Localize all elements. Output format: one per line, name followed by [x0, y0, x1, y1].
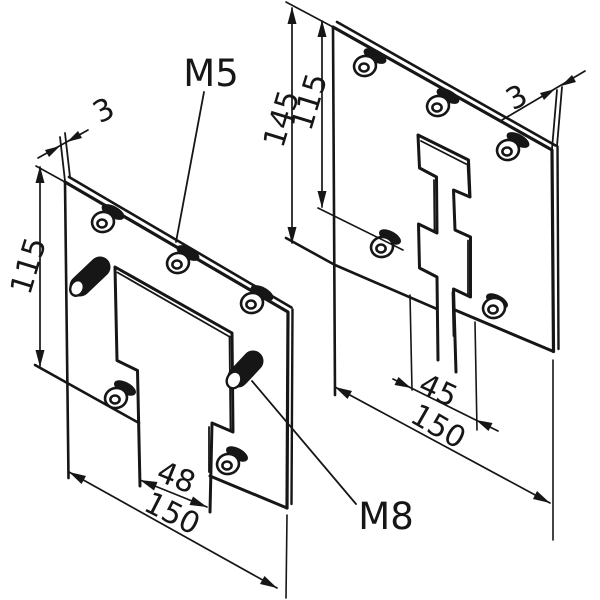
m5-screw — [495, 132, 530, 162]
arrowhead — [67, 131, 82, 142]
width-dim-line-right — [334, 386, 551, 504]
arrowhead — [140, 480, 158, 491]
m8-leader-line — [251, 380, 357, 505]
right-plate-top-back-edge — [335, 20, 557, 147]
left-plate-outline — [63, 180, 290, 510]
right-plate-cutout-thickness-b — [433, 179, 436, 231]
right-plate-cutout-thickness-top — [420, 140, 467, 165]
arrowhead — [260, 576, 277, 588]
inner-height-ext-bottom — [317, 207, 404, 251]
arrowhead — [287, 227, 297, 244]
right-plate-bottom-left-segment — [284, 236, 439, 311]
m5-screw — [239, 285, 274, 315]
right-plate-cutout-thickness-a — [466, 162, 470, 195]
right-plate-bottom-right-segment — [453, 308, 555, 353]
arrowhead — [189, 496, 207, 507]
m5-screw — [165, 245, 200, 275]
m5-screw — [352, 48, 387, 78]
m5-screw — [103, 380, 136, 410]
arrowhead — [35, 350, 45, 367]
arrowhead — [476, 420, 493, 431]
left-plate-cutout-thickness-top — [116, 271, 231, 338]
width-dim-line-left — [68, 471, 278, 589]
dim-left-width: 150 — [139, 485, 206, 542]
notch-ext-right-right-plate — [474, 321, 478, 431]
label-m5: M5 — [183, 52, 238, 95]
right-plate-cutout — [416, 133, 472, 374]
m5-screw — [369, 229, 401, 259]
arrowhead — [287, 7, 297, 24]
right-plate-cutout-thickness-d — [451, 291, 455, 337]
arrowhead — [69, 472, 86, 484]
arrowhead — [394, 377, 411, 388]
arrowhead — [335, 387, 352, 399]
right-plate-left-edge — [331, 25, 337, 397]
right-plate-right-back-edge — [556, 145, 560, 351]
left-plate — [33, 175, 294, 514]
right-plate-outline — [331, 25, 556, 354]
thickness-ticks-right — [551, 86, 563, 150]
arrowhead — [317, 191, 327, 208]
arrowhead — [45, 146, 60, 157]
arrowhead — [561, 75, 576, 86]
right-plate-arrowheads — [287, 7, 576, 503]
arrowhead — [533, 491, 550, 503]
m8-screw-middle — [225, 350, 264, 390]
left-plate-cutout — [113, 265, 235, 514]
left-plate-left-edge — [63, 180, 70, 480]
left-plate-arrowheads — [35, 131, 277, 588]
left-plate-bottom-left-segment — [33, 363, 141, 425]
dim-left-thickness: 3 — [88, 91, 121, 131]
m5-screw — [90, 204, 125, 234]
thickness-dim-line-left — [37, 129, 89, 159]
m5-screw — [215, 446, 248, 476]
width-ext-right-left — [285, 514, 288, 599]
arrowhead — [317, 20, 327, 37]
right-plate — [284, 20, 560, 397]
height-ext-top-right — [285, 1, 334, 28]
m8-screws — [69, 256, 264, 390]
arrowhead — [540, 89, 555, 100]
m5-screw — [481, 293, 508, 320]
dim-right-width: 150 — [404, 398, 471, 457]
m5-screw — [425, 88, 460, 118]
m8-screw-left — [69, 256, 111, 297]
left-plate-bottom-right-segment — [208, 474, 289, 510]
notch-ext-left-right-plate — [409, 294, 413, 391]
dim-left-height: 115 — [4, 234, 54, 299]
left-plate-right-back-edge — [290, 308, 294, 506]
label-m8: M8 — [358, 495, 413, 538]
m5-screws — [90, 48, 530, 476]
arrowhead — [35, 166, 45, 183]
m5-leader-line — [175, 91, 205, 243]
dim-right-thickness: 3 — [501, 78, 534, 118]
